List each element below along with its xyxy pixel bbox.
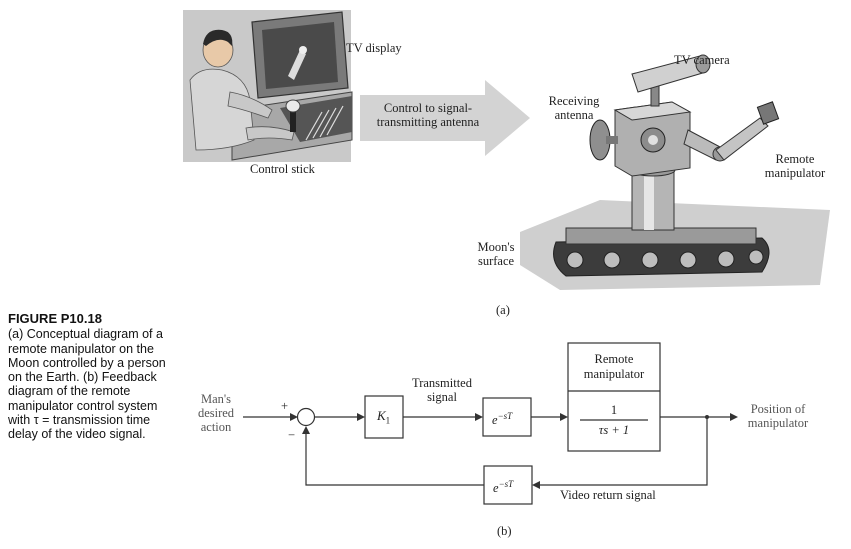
forward-delay-label: e−sT [492, 409, 512, 427]
plant-block [567, 342, 661, 452]
plant-title-line1: Remote [594, 352, 634, 366]
part-a-label: (a) [496, 303, 510, 317]
remote-manipulator-line2: manipulator [764, 166, 826, 180]
tv-camera-lens [695, 54, 711, 74]
feedback-delay-exponent: −sT [498, 479, 514, 489]
gain-label: K1 [377, 409, 390, 428]
output-label: Position of manipulator [739, 402, 817, 430]
transmitted-line1: Transmitted [412, 376, 472, 390]
receiving-antenna-line1: Receiving [548, 94, 600, 108]
input-arrowhead [290, 413, 298, 421]
input-label-line1: Man's [200, 392, 232, 406]
arrow-text-line2: transmitting antenna [376, 115, 480, 129]
operator-lower-arm [245, 126, 295, 141]
feedback-delay-label: e−sT [493, 477, 513, 495]
receiving-antenna-mount [606, 136, 618, 144]
input-label: Man's desired action [190, 392, 242, 434]
part-b-label: (b) [497, 524, 512, 538]
operator-hair [203, 29, 233, 46]
plant-title-line2: manipulator [583, 367, 645, 381]
tv-screen-head-image [299, 46, 307, 54]
receiving-antenna-line2: antenna [554, 108, 594, 122]
feedback-arrowhead-left [302, 426, 310, 434]
feedback-delay-base: e [493, 481, 499, 496]
control-stick-label: Control stick [250, 162, 315, 176]
error-arrowhead [357, 413, 365, 421]
operator-arm [227, 91, 273, 119]
arrow-text: Control to signal- transmitting antenna [366, 101, 490, 129]
manipulator-gripper [756, 101, 780, 125]
signal-arrow-shape [360, 80, 530, 156]
plus-sign: + [281, 399, 289, 413]
robot-column-highlight [644, 170, 654, 230]
remote-manipulator-label: Remote manipulator [760, 152, 830, 180]
forward-delay-exponent: −sT [497, 411, 513, 421]
feedback-line-left [305, 434, 484, 486]
robot-head-hub-center [648, 135, 658, 145]
gain-subscript: 1 [385, 415, 391, 426]
gain-symbol: K [377, 408, 386, 423]
robot-scene [520, 54, 830, 290]
arrow-text-line1: Control to signal- [383, 101, 473, 115]
output-label-line2: manipulator [747, 416, 809, 430]
manipulator-forearm [715, 117, 769, 161]
feedback-delay-block [483, 465, 533, 505]
transmitted-arrowhead [475, 413, 483, 421]
control-stick-knob [285, 99, 301, 113]
plant-numerator: 1 [610, 403, 618, 417]
plant-title: Remote manipulator [568, 352, 660, 382]
moon-surface-label: Moon's surface [468, 240, 524, 268]
tv-screen-arm-image [288, 50, 306, 80]
summing-junction [296, 407, 316, 427]
block-diagram [243, 342, 738, 505]
transmitted-signal-label: Transmitted signal [402, 376, 482, 404]
output-label-line1: Position of [750, 402, 806, 416]
operator-scene [183, 10, 353, 162]
console-keys [305, 105, 344, 141]
remote-manipulator-line1: Remote [775, 152, 815, 166]
tv-camera-label: TV camera [674, 53, 730, 67]
figure-caption-text: (a) Conceptual diagram of a remote manip… [8, 327, 166, 442]
forward-delay-block [482, 397, 532, 437]
feedback-line-right [540, 417, 708, 486]
delayed-arrowhead [560, 413, 568, 421]
transmitted-line2: signal [427, 390, 457, 404]
figure-number: FIGURE P10.18 [8, 311, 102, 326]
moon-surface-line2: surface [477, 254, 515, 268]
video-return-label: Video return signal [560, 488, 656, 502]
input-label-line3: action [200, 420, 232, 434]
feedback-arrowhead-right [532, 481, 540, 489]
plant-denominator: τs + 1 [598, 423, 630, 437]
figure-caption: FIGURE P10.18 (a) Conceptual diagram of … [8, 311, 178, 442]
minus-sign: − [288, 428, 296, 442]
moon-surface-line1: Moon's [477, 240, 515, 254]
tv-display-label: TV display [346, 41, 402, 55]
robot-track-wheels [566, 249, 764, 269]
control-stick-shaft [290, 108, 296, 132]
forward-delay-base: e [492, 413, 498, 428]
input-label-line2: desired [197, 406, 235, 420]
receiving-antenna-label: Receiving antenna [544, 94, 604, 122]
output-arrowhead [730, 413, 738, 421]
operator-torso [189, 68, 255, 151]
signal-arrow [360, 80, 530, 156]
